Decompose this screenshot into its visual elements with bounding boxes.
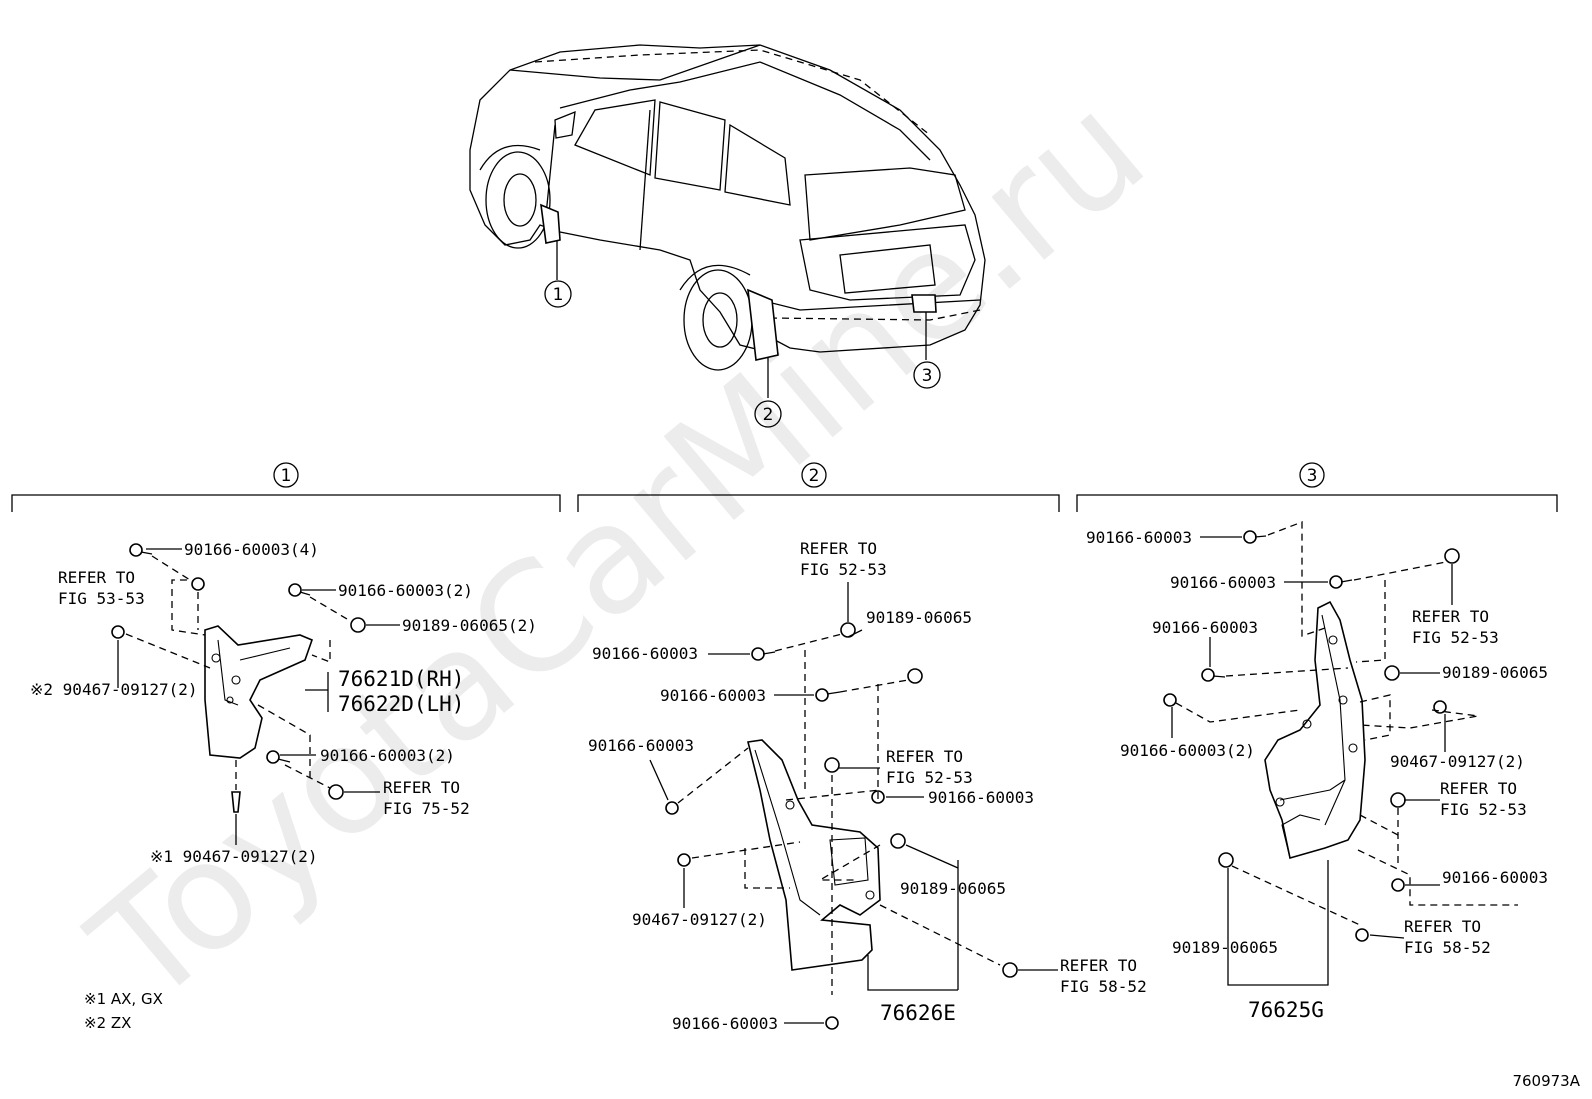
part-number-label: ※1 90467-09127(2) bbox=[150, 847, 318, 866]
refer-fig-label: FIG 52-53 bbox=[1440, 800, 1527, 819]
callout-number: 3 bbox=[922, 366, 933, 386]
bolt-icon bbox=[129, 543, 153, 557]
part-number-label: ※2 90467-09127(2) bbox=[30, 680, 198, 699]
note-label: ※1 AX, GX bbox=[84, 990, 163, 1008]
part-number-label: 90166-60003 bbox=[928, 788, 1034, 807]
bolt-icon bbox=[266, 750, 291, 764]
refer-fig-label: FIG 52-53 bbox=[1412, 628, 1499, 647]
section-3-labels: 90166-60003 90166-60003 REFER TO FIG 52-… bbox=[1086, 528, 1548, 1022]
section-1-parts bbox=[111, 543, 400, 845]
part-number-label: 90189-06065 bbox=[900, 879, 1006, 898]
vehicle-overview bbox=[469, 44, 986, 371]
part-number-label: 90166-60003 bbox=[588, 736, 694, 755]
bolt-icon bbox=[191, 577, 205, 591]
refer-fig-label: FIG 58-52 bbox=[1060, 977, 1147, 996]
refer-to-label: REFER TO bbox=[800, 539, 877, 558]
refer-to-label: REFER TO bbox=[1440, 779, 1517, 798]
part-number-label: 90467-09127(2) bbox=[632, 910, 767, 929]
bolt-icon bbox=[1391, 878, 1405, 892]
refer-to-label: REFER TO bbox=[1404, 917, 1481, 936]
note-label: ※2 ZX bbox=[84, 1014, 131, 1032]
bolt-icon bbox=[1444, 548, 1460, 564]
refer-to-label: REFER TO bbox=[58, 568, 135, 587]
section-2-labels: REFER TO FIG 52-53 90189-06065 90166-600… bbox=[588, 539, 1147, 1033]
bolt-icon bbox=[815, 688, 841, 702]
part-number-label: 90166-60003(2) bbox=[320, 746, 455, 765]
mudguard-rear bbox=[747, 739, 881, 971]
refer-fig-label: FIG 52-53 bbox=[800, 560, 887, 579]
callout-number: 2 bbox=[763, 405, 774, 425]
part-number-label: 90189-06065 bbox=[866, 608, 972, 627]
refer-fig-label: FIG 52-53 bbox=[886, 768, 973, 787]
clip-icon bbox=[111, 625, 125, 639]
nut-icon bbox=[350, 617, 366, 633]
bolt-icon bbox=[825, 1016, 839, 1030]
nut-icon bbox=[1384, 665, 1400, 681]
clip-icon bbox=[677, 853, 691, 867]
part-number-label: 90166-60003 bbox=[1086, 528, 1192, 547]
nut-icon bbox=[907, 668, 923, 684]
section-2-header: 2 bbox=[577, 462, 1060, 512]
bolt-icon bbox=[1243, 530, 1267, 544]
refer-to-label: REFER TO bbox=[886, 747, 963, 766]
bolt-icon bbox=[824, 757, 840, 773]
section-2-parts bbox=[649, 582, 1058, 1030]
bolt-icon bbox=[1002, 962, 1018, 978]
refer-to-label: REFER TO bbox=[1060, 956, 1137, 975]
part-number-label: 90189-06065(2) bbox=[402, 616, 537, 635]
overview-callout-2: 2 bbox=[754, 358, 782, 428]
section-3-header: 3 bbox=[1076, 462, 1558, 512]
section-3-parts bbox=[1163, 521, 1518, 986]
part-number-label: 90166-60003 bbox=[672, 1014, 778, 1033]
clip-icon bbox=[231, 791, 241, 813]
mudguard-front bbox=[204, 625, 314, 759]
bolt-icon bbox=[1355, 928, 1369, 942]
bolt-icon bbox=[751, 647, 776, 661]
nut-icon bbox=[890, 833, 906, 849]
main-part-label: 76622D(LH) bbox=[338, 692, 464, 716]
section-number: 2 bbox=[809, 466, 820, 486]
refer-fig-label: FIG 58-52 bbox=[1404, 938, 1491, 957]
callout-number: 1 bbox=[553, 285, 564, 305]
part-number-label: 90166-60003 bbox=[1442, 868, 1548, 887]
refer-fig-label: FIG 53-53 bbox=[58, 589, 145, 608]
part-number-label: 90166-60003 bbox=[1152, 618, 1258, 637]
nut-icon bbox=[1218, 852, 1234, 868]
part-number-label: 90189-06065 bbox=[1172, 938, 1278, 957]
bolt-icon bbox=[1390, 792, 1406, 808]
diagram-code: 760973A bbox=[1512, 1072, 1580, 1090]
section-1-header: 1 bbox=[11, 462, 561, 512]
section-number: 3 bbox=[1307, 466, 1318, 486]
main-part-label: 76626E bbox=[880, 1001, 956, 1025]
part-number-label: 90166-60003(2) bbox=[1120, 741, 1255, 760]
overview-callout-1: 1 bbox=[544, 240, 572, 308]
part-number-label: 90166-60003(2) bbox=[338, 581, 473, 600]
bolt-icon bbox=[288, 583, 311, 597]
overview-callout-3: 3 bbox=[913, 312, 941, 389]
bolt-icon bbox=[1201, 668, 1226, 682]
bolt-icon bbox=[1163, 693, 1177, 707]
part-number-label: 90166-60003 bbox=[1170, 573, 1276, 592]
mudguard-rear-extension bbox=[1264, 600, 1366, 860]
part-number-label: 90166-60003 bbox=[592, 644, 698, 663]
part-number-label: 90467-09127(2) bbox=[1390, 752, 1525, 771]
bolt-icon bbox=[665, 801, 679, 815]
refer-to-label: REFER TO bbox=[383, 778, 460, 797]
refer-fig-label: FIG 75-52 bbox=[383, 799, 470, 818]
main-part-label: 76621D(RH) bbox=[338, 667, 464, 691]
main-part-label: 76625G bbox=[1248, 998, 1324, 1022]
part-number-label: 90189-06065 bbox=[1442, 663, 1548, 682]
refer-to-label: REFER TO bbox=[1412, 607, 1489, 626]
section-1-labels: 90166-60003(4) REFER TO FIG 53-53 90166-… bbox=[30, 540, 537, 1032]
section-number: 1 bbox=[281, 466, 292, 486]
part-number-label: 90166-60003 bbox=[660, 686, 766, 705]
part-number-label: 90166-60003(4) bbox=[184, 540, 319, 559]
nut-icon bbox=[328, 784, 344, 800]
bolt-icon bbox=[1329, 575, 1353, 589]
